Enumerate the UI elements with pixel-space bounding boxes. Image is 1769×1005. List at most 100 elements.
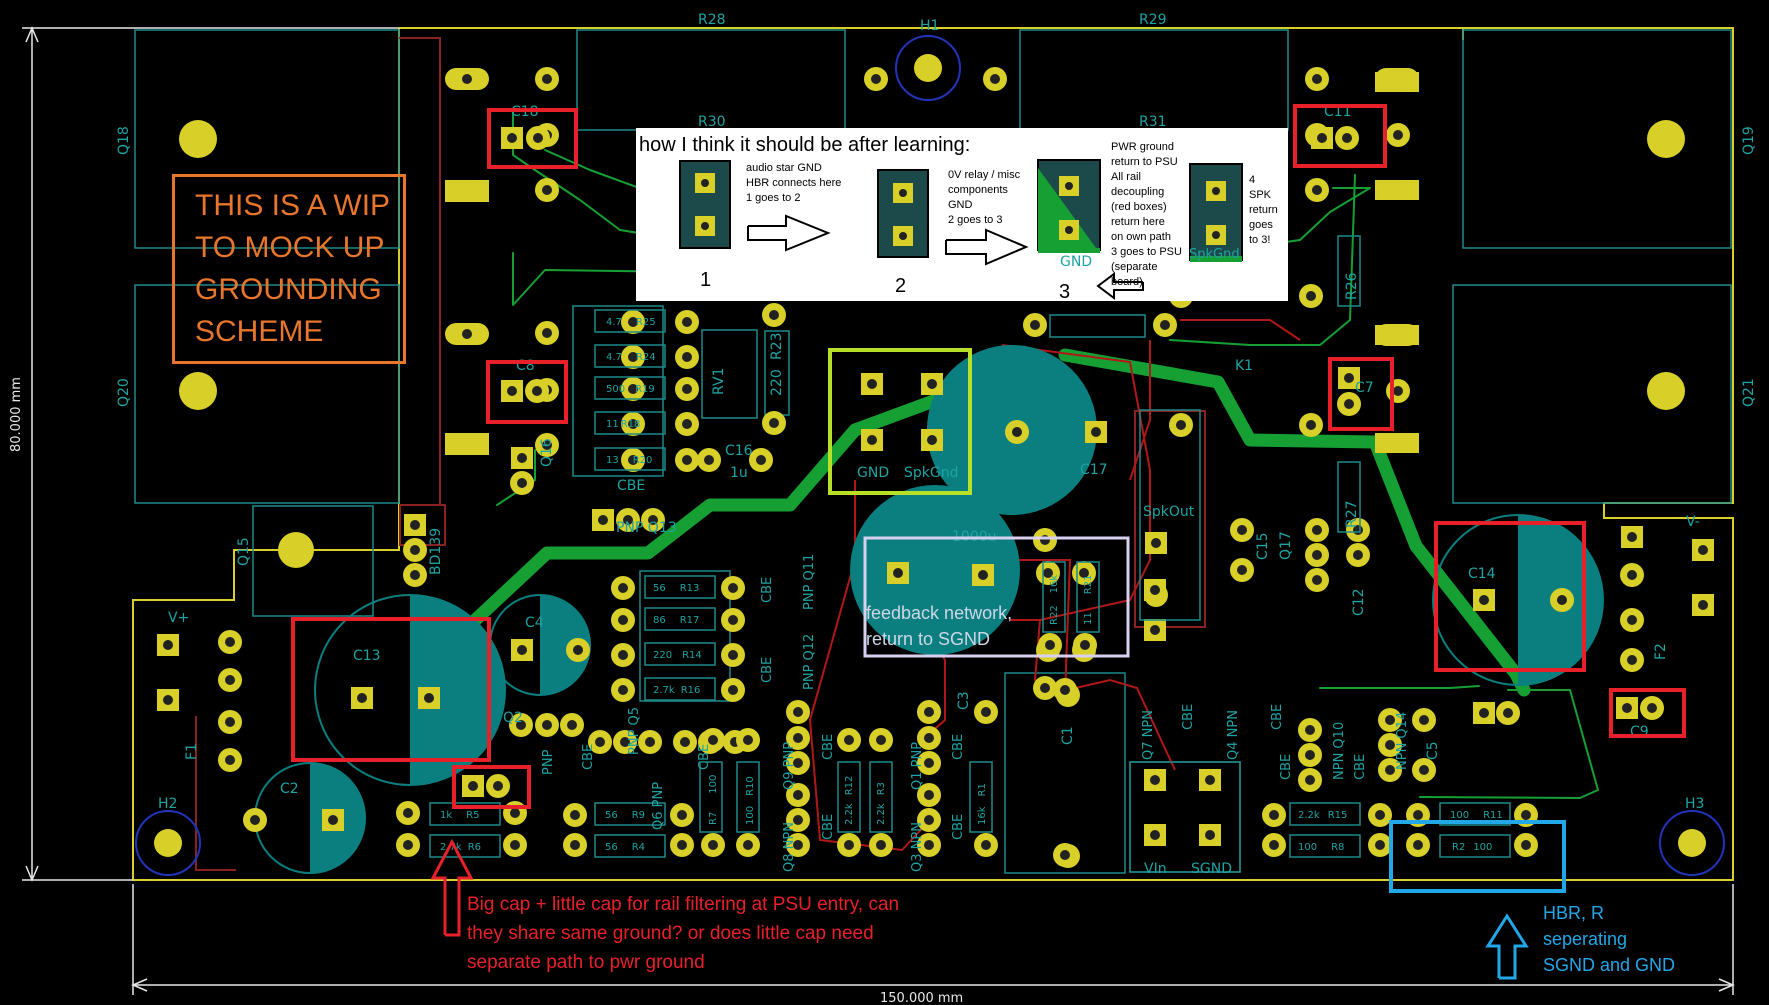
label-F2: F2 [1653, 643, 1669, 660]
label-PNP-q5: PNP Q5 [627, 707, 642, 755]
label-CBE-q4: CBE [1270, 704, 1285, 730]
label-C4: C4 [525, 615, 544, 631]
label-R22: R2216k [1049, 575, 1060, 625]
label-C16: C16 [725, 443, 753, 459]
label-CBE-q3: CBE [951, 814, 966, 840]
label-Q20: Q20 [116, 378, 132, 407]
label-C7: C7 [1355, 380, 1374, 396]
wip-line1: THIS IS A WIP [195, 189, 391, 222]
label-CBE-q9: CBE [821, 734, 836, 760]
label-NPN-q14: NPN Q14 [1395, 712, 1410, 770]
label-NPN-q7: Q7 NPN [1141, 710, 1156, 760]
label-Vplus: V+ [168, 610, 189, 626]
label-C12: C12 [1351, 588, 1367, 616]
label-Q21: Q21 [1741, 378, 1757, 407]
label-CBE-q1: CBE [951, 734, 966, 760]
step4-pad-label: SpkGnd [1189, 247, 1240, 262]
label-C2: C2 [280, 781, 299, 797]
label-R3: 2.2kR3 [876, 782, 887, 825]
label-R26: R26 [1344, 272, 1360, 300]
label-Q16: Q16 [539, 438, 555, 467]
label-C14: C14 [1468, 566, 1496, 582]
gnd-spkgnd-box [828, 348, 972, 495]
label-PNP-q12: PNP Q12 [802, 634, 817, 690]
label-Q15: Q15 [236, 537, 252, 566]
label-Q2: Q2 [503, 710, 523, 726]
label-C16-value: 1u [730, 465, 748, 481]
label-R10: 100R10 [745, 776, 756, 825]
wip-line2: TO MOCK UP [195, 231, 385, 264]
label-CBE-q10: CBE [1279, 754, 1294, 780]
label-PNP-q11: PNP Q11 [802, 554, 817, 610]
label-PNP-q1: Q1 PNP [910, 742, 925, 790]
hbr-box [1389, 820, 1566, 893]
label-R28: R28 [698, 12, 726, 28]
feedback-note: feedback network,return to SGND [866, 603, 1013, 649]
label-CBE-q6: CBE [697, 744, 712, 770]
label-PNP-q6: Q6 PNP [651, 782, 666, 830]
power-transistor-pads [179, 120, 1685, 568]
label-R31: R31 [1139, 114, 1167, 130]
label-GND: GND [857, 465, 889, 481]
label-PNP-q9: Q9 PNP [782, 742, 797, 790]
step3-number: 3 [1059, 281, 1071, 303]
step2-number: 2 [895, 275, 907, 297]
label-PNP-q2: PNP [541, 749, 556, 775]
rail-filter-question: Big cap + little cap for rail filtering … [467, 894, 900, 973]
learning-note-diagram: GND SpkGnd [679, 159, 1243, 300]
red-arrow [430, 838, 474, 937]
label-VIn: VIn [1144, 861, 1167, 877]
wip-line3: GROUNDING [195, 273, 382, 306]
label-R29: R29 [1139, 12, 1167, 28]
label-NPN-q3: Q3 NPN [910, 822, 925, 872]
wip-line4: SCHEME [195, 315, 324, 348]
label-CBE-q8: CBE [821, 814, 836, 840]
label-PNPQ13: PNP Q13 [616, 520, 677, 536]
label-R7: R7100 [708, 775, 719, 825]
label-K1: K1 [1235, 358, 1253, 374]
label-Q18: Q18 [116, 126, 132, 155]
label-R27: R27 [1344, 500, 1360, 528]
blue-arrow [1485, 913, 1529, 980]
label-C13: C13 [353, 648, 381, 664]
label-RV1: RV1 [711, 368, 727, 395]
label-CBE-q12: CBE [760, 657, 775, 683]
label-R21: 11R21 [1083, 575, 1094, 625]
label-SGND: SGND [1191, 861, 1232, 877]
label-C1: C1 [1060, 726, 1076, 745]
step3-pad-label: GND [1060, 254, 1092, 270]
label-F1: F1 [184, 743, 200, 760]
learning-note: how I think it should be after learning:… [636, 128, 1288, 303]
label-R23: R23 [769, 332, 785, 360]
label-v220: 220 [769, 369, 785, 396]
dimension-height: 80.000 mm [9, 377, 24, 452]
dimension-width: 150.000 mm [880, 991, 963, 1005]
label-H2: H2 [158, 796, 177, 812]
rail-decoupling-boxes [291, 104, 1686, 809]
label-NPN-q10: NPN Q10 [1332, 722, 1347, 780]
label-NPN-q8: Q8 NPN [782, 822, 797, 872]
label-H1: H1 [920, 18, 939, 34]
label-C15: C15 [1255, 532, 1271, 560]
step1-number: 1 [700, 269, 712, 291]
label-Q19: Q19 [1741, 126, 1757, 155]
label-CBE-q14: CBE [1353, 754, 1368, 780]
